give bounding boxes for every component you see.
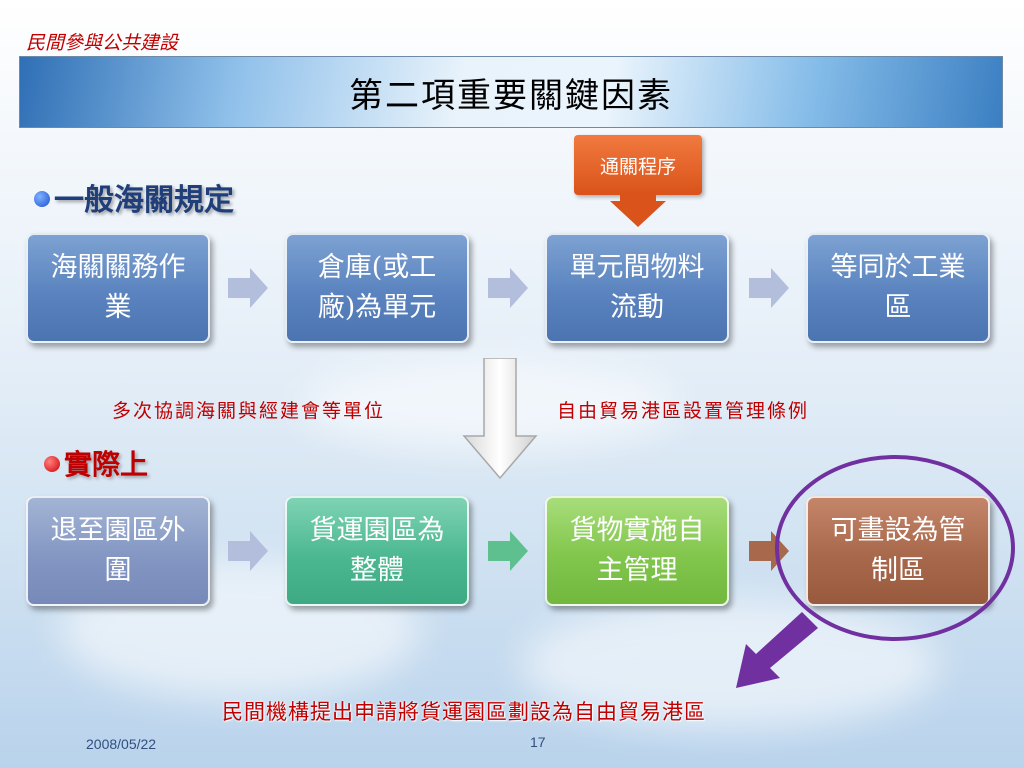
flow-box-material-flow: 單元間物料流動 bbox=[545, 233, 729, 343]
actual-heading: 實際上 bbox=[44, 443, 148, 483]
flow-box-label: 倉庫(或工廠)為單元 bbox=[317, 252, 437, 323]
right-arrow-icon bbox=[488, 268, 528, 308]
bullet-icon bbox=[34, 191, 50, 207]
bullet-icon bbox=[44, 455, 60, 472]
right-arrow-icon bbox=[228, 531, 268, 571]
title-banner: 第二項重要關鍵因素 bbox=[19, 56, 1003, 128]
callout-label: 通關程序 bbox=[599, 155, 676, 178]
big-down-arrow-icon bbox=[462, 358, 538, 480]
general-customs-heading-text: 一般海關規定 bbox=[54, 183, 234, 218]
flow-box-label: 貨物實施自主管理 bbox=[569, 515, 705, 586]
general-customs-heading: 一般海關規定 bbox=[34, 175, 234, 219]
purple-diagonal-arrow-icon bbox=[736, 612, 818, 688]
right-arrow-icon bbox=[228, 268, 268, 308]
footer-date: 2008/05/22 bbox=[86, 736, 157, 752]
conclusion-text: 民間機構提出申請將貨運園區劃設為自由貿易港區 bbox=[222, 700, 706, 724]
coordination-note: 多次協調海關與經建會等單位 bbox=[112, 400, 386, 422]
flow-box-controlled-zone: 可畫設為管制區 bbox=[806, 496, 990, 606]
actual-heading-text: 實際上 bbox=[64, 448, 149, 481]
flow-box-label: 退至園區外圍 bbox=[50, 515, 186, 586]
flow-box-cargo-park-whole: 貨運園區為整體 bbox=[285, 496, 469, 606]
customs-procedure-callout: 通關程序 bbox=[574, 135, 702, 195]
flow-box-withdraw-perimeter: 退至園區外圍 bbox=[26, 496, 210, 606]
flow-box-warehouse-unit: 倉庫(或工廠)為單元 bbox=[285, 233, 469, 343]
highlight-ellipse bbox=[775, 455, 1015, 641]
callout-down-arrow-icon bbox=[610, 193, 666, 227]
right-arrow-icon bbox=[749, 268, 789, 308]
flow-box-industrial-zone: 等同於工業區 bbox=[806, 233, 990, 343]
right-arrow-icon bbox=[488, 531, 528, 571]
regulation-note: 自由貿易港區設置管理條例 bbox=[557, 400, 810, 422]
flow-box-label: 等同於工業區 bbox=[830, 252, 966, 323]
flow-box-label: 單元間物料流動 bbox=[569, 252, 705, 323]
top-header-text: 民間參與公共建設 bbox=[26, 32, 179, 54]
flow-box-customs-affairs: 海關關務作業 bbox=[26, 233, 210, 343]
flow-box-label: 可畫設為管制區 bbox=[830, 515, 966, 586]
flow-box-label: 海關關務作業 bbox=[50, 252, 186, 323]
page-number: 17 bbox=[530, 734, 546, 750]
flow-box-self-management: 貨物實施自主管理 bbox=[545, 496, 729, 606]
slide-title: 第二項重要關鍵因素 bbox=[349, 75, 673, 116]
flow-box-label: 貨運園區為整體 bbox=[309, 515, 445, 586]
